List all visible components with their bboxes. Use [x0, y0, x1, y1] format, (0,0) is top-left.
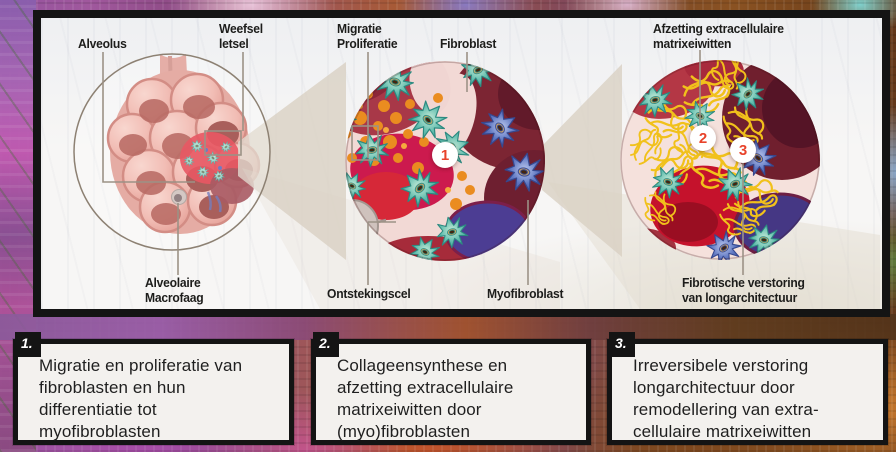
label-alveolus: Alveolus	[78, 37, 127, 51]
step-text-2: Collageensynthese en afzetting extracell…	[337, 356, 514, 442]
stage-marker-3: 3	[730, 137, 756, 163]
background-bottom-strip	[0, 314, 896, 340]
label-alveolaire-macrofaag: Alveolaire Macrofaag	[145, 276, 204, 305]
stage-marker-2: 2	[690, 125, 716, 151]
label-ontstekingscel: Ontstekingscel	[327, 287, 411, 301]
step-number-badge-3: 3.	[609, 332, 635, 357]
label-weefsel-letsel: Weefsel letsel	[219, 22, 263, 51]
step-text-3: Irreversibele verstoring longarchitectuu…	[633, 356, 819, 442]
label-migratie-proliferatie: Migratie Proliferatie	[337, 22, 398, 51]
label-myofibroblast: Myofibroblast	[487, 287, 564, 301]
step-number-badge-1: 1.	[15, 332, 41, 357]
illustration-panel	[33, 10, 890, 317]
step-number-badge-2: 2.	[313, 332, 339, 357]
step-box-2: 2. Collageensynthese en afzetting extrac…	[311, 332, 591, 445]
step-box-3: 3. Irreversibele verstoring longarchitec…	[607, 332, 888, 445]
label-fibrotische-verstoring: Fibrotische verstoring van longarchitect…	[682, 276, 805, 305]
stage-marker-1: 1	[432, 142, 458, 168]
step-box-1: 1. Migratie en proliferatie van fibrobla…	[13, 332, 294, 445]
step-text-1: Migratie en proliferatie van fibroblaste…	[39, 356, 243, 442]
label-fibroblast: Fibroblast	[440, 37, 497, 51]
label-afzetting-matrix: Afzetting extracellulaire matrixeiwitten	[653, 22, 784, 51]
